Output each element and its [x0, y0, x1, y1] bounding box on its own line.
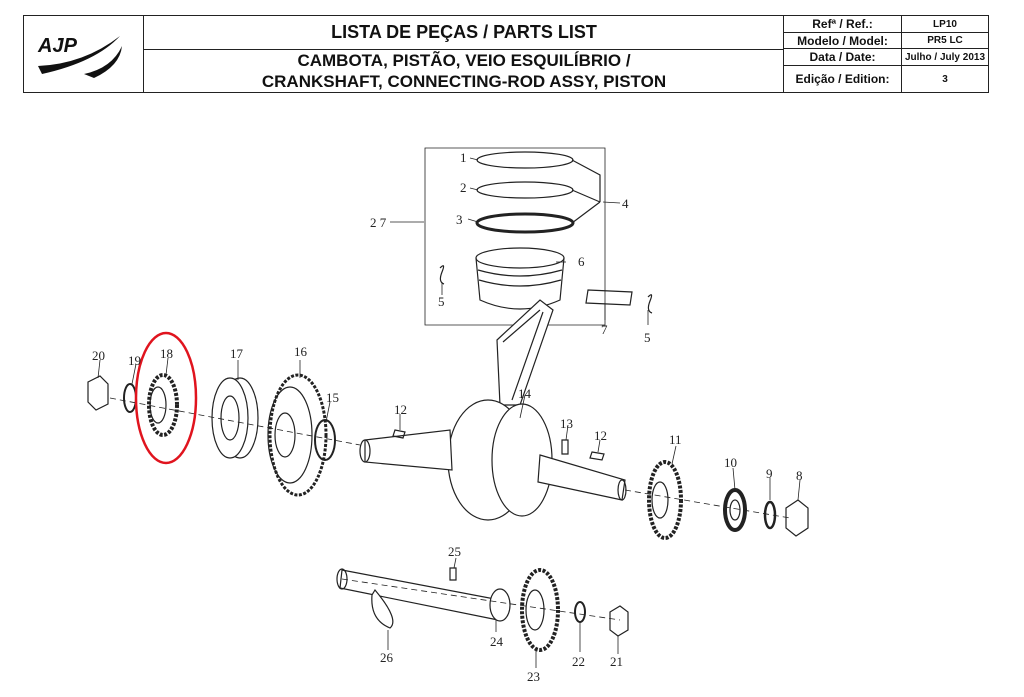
- callout-22: 22: [572, 654, 585, 669]
- callout-11: 11: [669, 432, 682, 447]
- exploded-parts-diagram: 1 2 3 4 6 2 7 5 7 5 20 19 18 17 16 15 14…: [87, 147, 809, 684]
- callout-5b: 5: [644, 330, 651, 345]
- page-subtitle: CAMBOTA, PISTÃO, VEIO ESQUILÍBRIO / CRAN…: [144, 50, 784, 92]
- document-meta: Refª / Ref.: LP10 Modelo / Model: PR5 LC…: [784, 16, 988, 92]
- callout-17: 17: [230, 346, 244, 361]
- page-title: LISTA DE PEÇAS / PARTS LIST: [144, 16, 784, 50]
- meta-value: 3: [942, 73, 948, 85]
- callout-18: 18: [160, 346, 173, 361]
- meta-row-date: Data / Date: Julho / July 2013: [784, 49, 988, 66]
- callout-6: 6: [578, 254, 585, 269]
- subtitle-line-pt: CAMBOTA, PISTÃO, VEIO ESQUILÍBRIO /: [297, 51, 631, 70]
- subtitle-line-en: CRANKSHAFT, CONNECTING-ROD ASSY, PISTON: [261, 72, 667, 91]
- callout-14: 14: [518, 386, 532, 401]
- meta-label: Data / Date:: [784, 49, 902, 65]
- ajp-logo: AJP: [24, 16, 144, 92]
- meta-label: Modelo / Model:: [784, 33, 902, 48]
- parts-list-header: AJP LISTA DE PEÇAS / PARTS LIST CAMBOTA,…: [23, 15, 989, 93]
- logo-text: AJP: [37, 35, 78, 57]
- callout-12a: 12: [394, 402, 407, 417]
- callout-24: 24: [490, 634, 504, 649]
- meta-value: LP10: [933, 18, 957, 30]
- meta-row-ref: Refª / Ref.: LP10: [784, 16, 988, 33]
- title-block: LISTA DE PEÇAS / PARTS LIST CAMBOTA, PIS…: [144, 16, 784, 92]
- callout-4: 4: [622, 196, 629, 211]
- callout-9: 9: [766, 466, 773, 481]
- callout-1: 1: [460, 150, 467, 165]
- meta-value: PR5 LC: [927, 35, 963, 46]
- callout-19: 19: [128, 353, 141, 368]
- callout-21: 21: [610, 654, 623, 669]
- meta-row-edition: Edição / Edition: 3: [784, 66, 988, 92]
- callout-13: 13: [560, 416, 573, 431]
- meta-label: Refª / Ref.:: [784, 16, 902, 32]
- meta-row-model: Modelo / Model: PR5 LC: [784, 33, 988, 49]
- callout-5a: 5: [438, 294, 445, 309]
- meta-value: Julho / July 2013: [904, 51, 986, 63]
- callout-7: 7: [601, 322, 608, 337]
- callout-25: 25: [448, 544, 461, 559]
- callout-labels: 1 2 3 4 6 2 7 5 7 5 20 19 18 17 16 15 14…: [92, 150, 803, 684]
- callout-16: 16: [294, 344, 308, 359]
- callout-20: 20: [92, 348, 105, 363]
- highlight-circle: [134, 331, 198, 465]
- callout-10: 10: [724, 455, 737, 470]
- callout-3: 3: [456, 212, 463, 227]
- callout-8: 8: [796, 468, 803, 483]
- meta-label: Edição / Edition:: [784, 66, 902, 92]
- callout-2: 2: [460, 180, 467, 195]
- callout-27: 2 7: [370, 215, 387, 230]
- callout-23: 23: [527, 669, 540, 684]
- callout-12b: 12: [594, 428, 607, 443]
- callout-15: 15: [326, 390, 339, 405]
- callout-26: 26: [380, 650, 394, 665]
